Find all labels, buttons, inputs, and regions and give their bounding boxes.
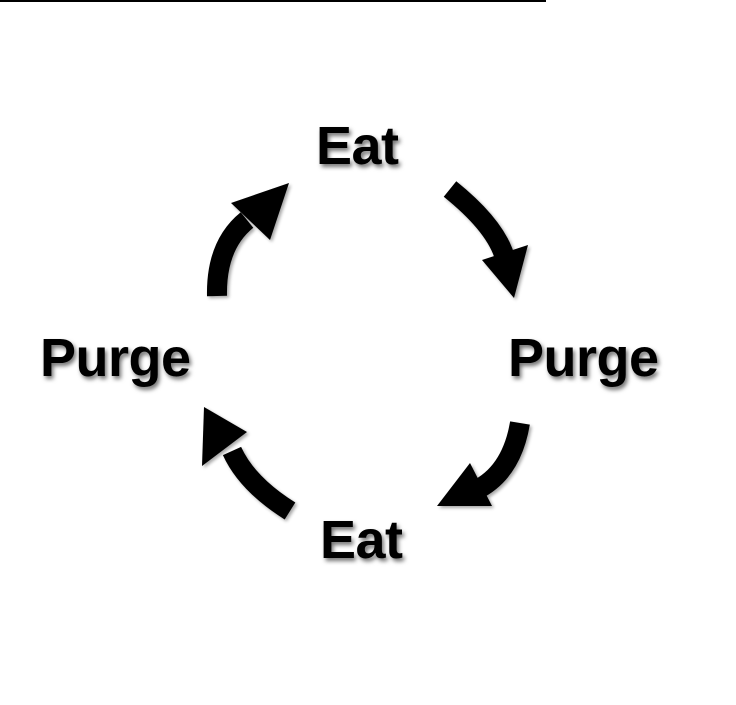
node-bottom-label: Eat <box>320 510 403 570</box>
arrow-right-to-bottom <box>437 421 530 506</box>
top-border-line <box>0 0 546 2</box>
arrow-top-to-right <box>443 181 528 298</box>
arrow-bottom-to-left <box>202 407 296 520</box>
node-top-label: Eat <box>316 116 399 176</box>
arrow-left-to-top <box>206 183 289 297</box>
node-right-label: Purge <box>508 328 659 388</box>
node-left-label: Purge <box>40 328 191 388</box>
